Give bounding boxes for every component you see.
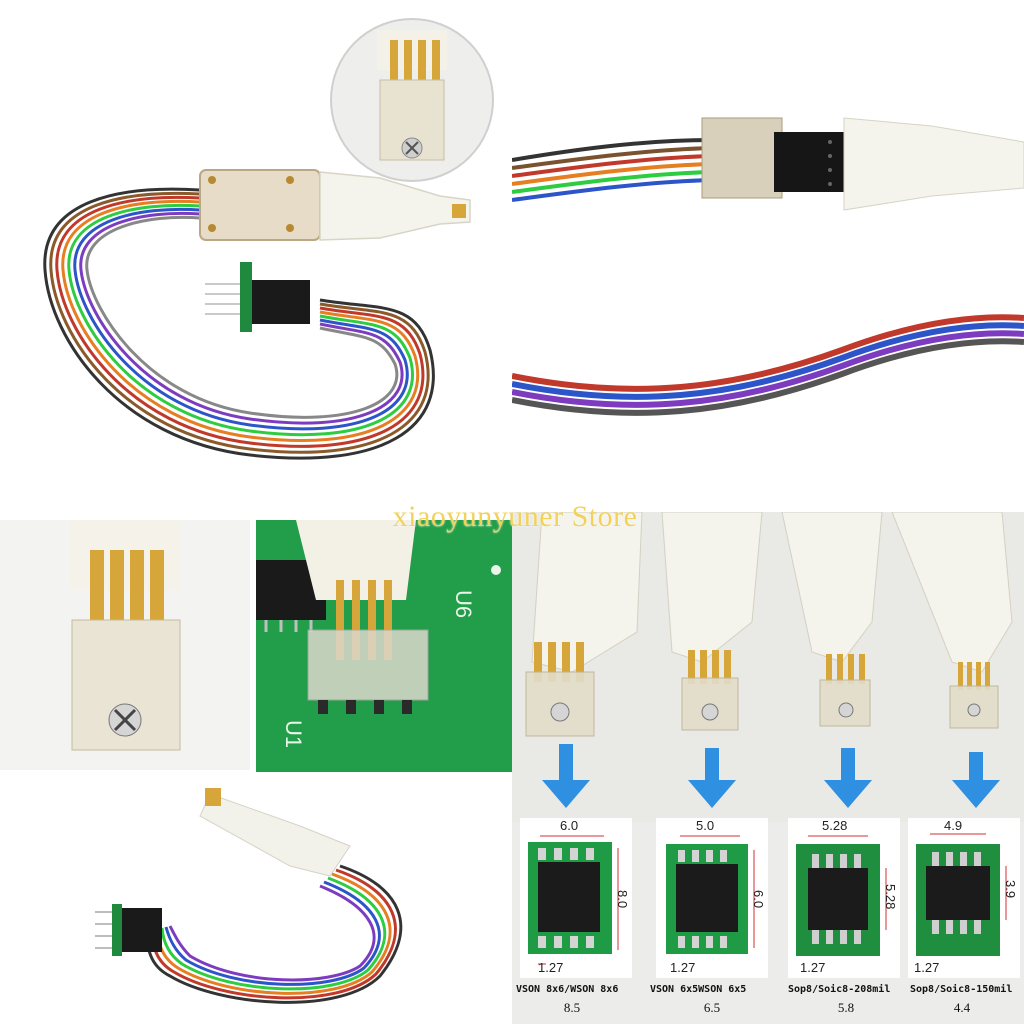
width-dimension: 5.0: [696, 818, 715, 833]
pcb-illustration: U6 U1: [256, 520, 512, 772]
probe-variants-illustration: [512, 512, 1024, 822]
variant-number-1: 8.5: [563, 1000, 581, 1015]
pitch-dimension: 1.27: [670, 960, 696, 975]
pitch-dimension: 1.27: [538, 960, 564, 975]
pitch-dimension: 1.27: [914, 960, 940, 975]
photo-probe-tip: [0, 520, 250, 770]
chip-vson-6x5: [666, 835, 755, 954]
photo-connector-closeup: [512, 0, 1024, 500]
down-arrow-icon: [688, 748, 736, 808]
probe-tip-closeup: [377, 30, 447, 161]
silkscreen-u6: U6: [451, 590, 476, 618]
variant-number-2: 6.5: [703, 1000, 721, 1015]
variant-caption-2: VSON 6x5WSON 6x5: [650, 984, 747, 995]
variants-comparison: 6.0 8.0 1.27 5.0 6.0 1.27 5.28 5.28 1.27: [512, 512, 1024, 1024]
chip-sop8-150mil: [916, 833, 1007, 956]
variant-caption-4: Sop8/Soic8-150mil: [910, 984, 1013, 995]
down-arrow-icon: [542, 744, 590, 808]
down-arrow-icon: [824, 748, 872, 808]
height-dimension: 5.28: [883, 884, 898, 910]
photo-cable-full: [0, 0, 500, 500]
width-dimension: 6.0: [560, 818, 579, 833]
short-cable-illustration: [95, 788, 403, 1004]
height-dimension: 6.0: [751, 890, 766, 909]
photo-cable-short: [0, 776, 512, 1024]
width-dimension: 5.28: [822, 818, 848, 833]
silkscreen-u1: U1: [281, 720, 306, 748]
photo-probe-on-pcb: U6 U1: [256, 520, 512, 772]
height-dimension: 8.0: [615, 890, 630, 909]
connector-illustration: [512, 117, 1024, 416]
variant-caption-1: VSON 8x6/WSON 8x6: [516, 984, 619, 995]
probe-tip-illustration: [70, 520, 181, 751]
height-dimension: 3.9: [1003, 880, 1018, 899]
variant-card-1: 6.0 8.0 1.27: [520, 818, 632, 978]
variant-card-3: 5.28 5.28 1.27: [788, 818, 900, 978]
chip-vson-8x6: [528, 835, 619, 965]
down-arrow-icon: [952, 752, 1000, 808]
variant-card-2: 5.0 6.0 1.27: [656, 818, 768, 978]
variant-caption-3: Sop8/Soic8-208mil: [788, 984, 891, 995]
variant-card-4: 4.9 3.9 1.27: [908, 818, 1020, 978]
variant-number-4: 4.4: [953, 1000, 971, 1015]
width-dimension: 4.9: [944, 818, 963, 833]
chip-sop8-208mil: [796, 835, 887, 956]
probe-closeup-inset: [330, 18, 494, 182]
variant-number-3: 5.8: [837, 1000, 855, 1015]
pitch-dimension: 1.27: [800, 960, 826, 975]
down-arrows: [542, 744, 1000, 808]
cable-illustration: [43, 169, 471, 460]
